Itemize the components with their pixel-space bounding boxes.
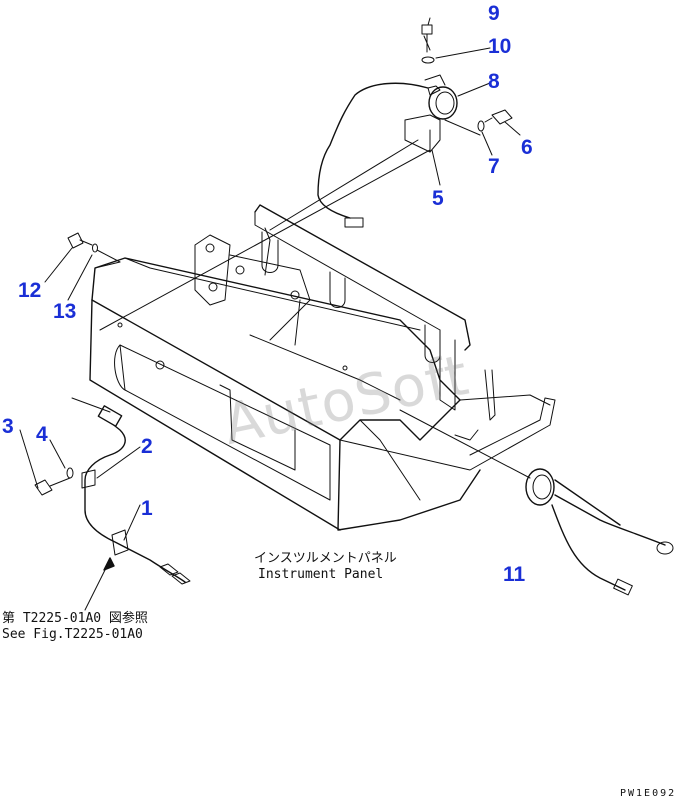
callout-11: 11 <box>503 563 526 586</box>
callout-10: 10 <box>488 35 512 58</box>
reference-jp: 第 T2225-01A0 図参照 <box>2 611 148 626</box>
callout-1: 1 <box>141 497 153 520</box>
callout-8: 8 <box>488 70 500 93</box>
callout-13: 13 <box>53 300 77 323</box>
panel-label-jp: インスツルメントパネル <box>254 551 397 566</box>
callout-5: 5 <box>432 187 444 210</box>
indicator-lamp-assembly <box>99 24 513 331</box>
callout-6: 6 <box>521 136 533 159</box>
drawing-code: PW1E092 <box>620 788 677 799</box>
reference-en: See Fig.T2225-01A0 <box>2 627 143 642</box>
bolt-washer-12-13 <box>67 232 121 263</box>
callout-9: 9 <box>488 2 500 25</box>
rear-frame-bracket <box>194 204 496 421</box>
panel-label-en: Instrument Panel <box>258 567 384 582</box>
callout-leaders <box>19 17 521 541</box>
harness-right <box>399 409 674 596</box>
callout-4: 4 <box>36 423 48 446</box>
callout-3: 3 <box>2 415 14 438</box>
harness-left <box>34 397 191 611</box>
callout-7: 7 <box>488 155 500 178</box>
callout-2: 2 <box>141 435 153 458</box>
callout-12: 12 <box>18 279 42 302</box>
